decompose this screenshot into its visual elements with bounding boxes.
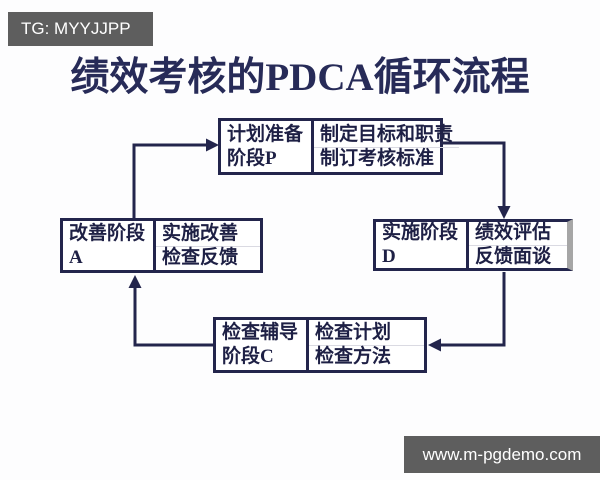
plan-stage-line1: 计划准备 xyxy=(227,123,304,145)
do-stage-line1: 实施阶段 xyxy=(382,222,459,243)
arrow-act-to-plan-line xyxy=(132,143,206,218)
pdca-box-act: 改善阶段 A 实施改善 检查反馈 xyxy=(60,218,263,273)
check-stage-line1: 检查辅导 xyxy=(222,322,299,343)
diagram-title: 绩效考核的PDCA循环流程 xyxy=(70,56,530,99)
do-stage-cell: 实施阶段 D xyxy=(376,222,469,268)
act-stage-line2: A xyxy=(69,246,83,268)
act-stage-cell: 改善阶段 A xyxy=(63,221,156,270)
site-watermark-text: www.m-pgdemo.com xyxy=(422,444,582,464)
act-detail-line2: 检查反馈 xyxy=(162,246,239,268)
plan-detail-line1: 制定目标和职责 xyxy=(320,123,454,145)
do-detail-cell: 绩效评估 反馈面谈 xyxy=(469,222,567,268)
check-detail-line2: 检查方法 xyxy=(315,346,392,367)
arrowhead-down-icon xyxy=(497,206,511,219)
pdca-box-check: 检查辅导 阶段C 检查计划 检查方法 xyxy=(213,317,427,373)
act-stage-line1: 改善阶段 xyxy=(69,222,146,244)
check-detail-line1: 检查计划 xyxy=(315,322,392,343)
arrowhead-up-icon xyxy=(128,275,142,288)
arrow-do-to-check-line xyxy=(441,272,506,347)
site-watermark-badge: www.m-pgdemo.com xyxy=(404,436,600,473)
check-stage-line2: 阶段C xyxy=(222,346,274,367)
plan-stage-line2: 阶段P xyxy=(227,147,277,169)
act-detail-cell: 实施改善 检查反馈 xyxy=(156,221,260,270)
arrowhead-left-icon xyxy=(428,338,441,352)
tg-watermark-text: TG: MYYJJPP xyxy=(21,19,131,38)
tg-watermark-badge: TG: MYYJJPP xyxy=(8,12,153,46)
arrow-check-to-act-line xyxy=(133,288,213,347)
check-stage-cell: 检查辅导 阶段C xyxy=(216,320,309,370)
pdca-box-do: 实施阶段 D 绩效评估 反馈面谈 xyxy=(373,219,573,271)
pdca-box-plan: 计划准备 阶段P 制定目标和职责 制订考核标准 xyxy=(218,118,460,175)
plan-detail-cell: 制定目标和职责 制订考核标准 xyxy=(314,121,460,172)
do-detail-line2: 反馈面谈 xyxy=(475,246,552,267)
do-detail-line1: 绩效评估 xyxy=(475,222,552,243)
plan-detail-line2: 制订考核标准 xyxy=(320,147,435,169)
plan-stage-cell: 计划准备 阶段P xyxy=(221,121,314,172)
do-stage-line2: D xyxy=(382,246,396,267)
check-detail-cell: 检查计划 检查方法 xyxy=(309,320,424,370)
act-detail-line1: 实施改善 xyxy=(162,222,239,244)
